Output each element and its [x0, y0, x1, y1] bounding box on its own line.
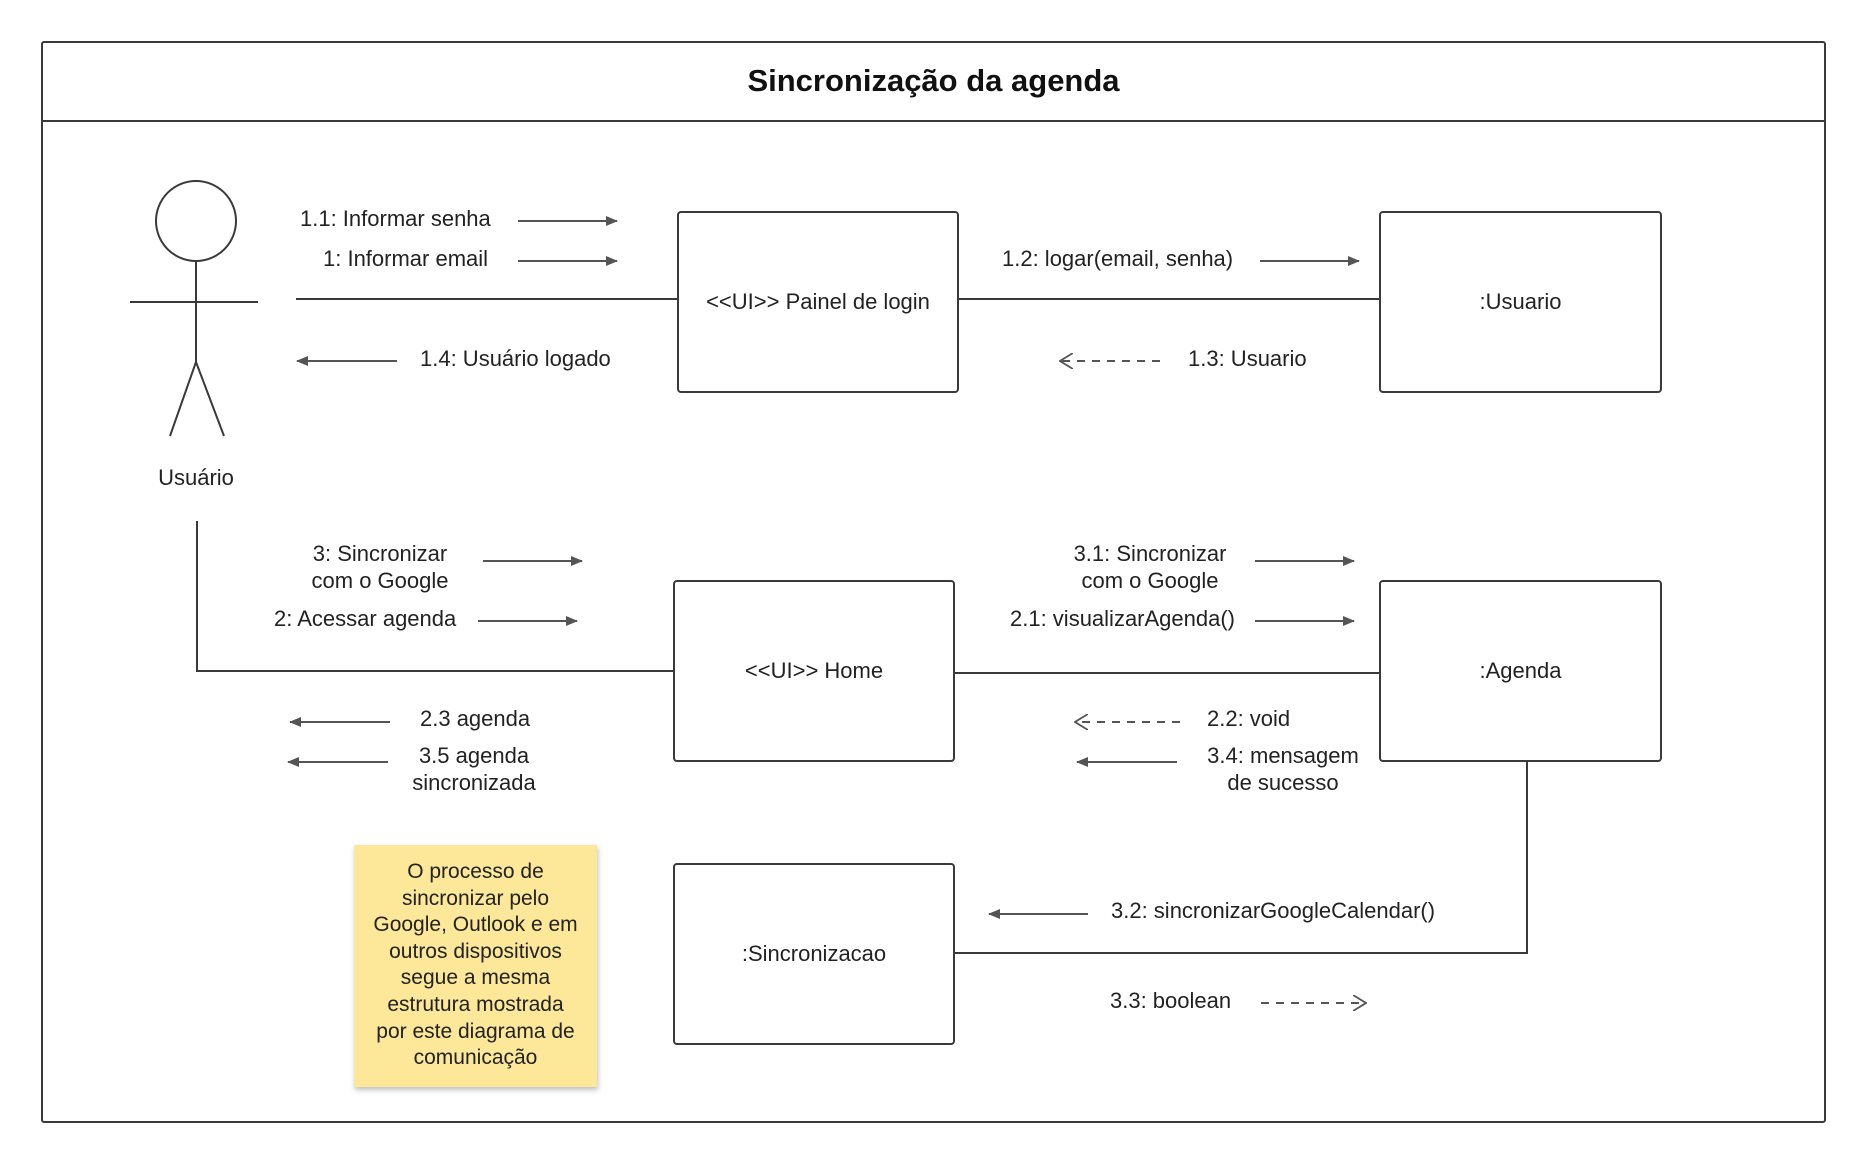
message-2-1-label: 2.1: visualizarAgenda(): [1010, 606, 1236, 631]
message-3-3-label: 3.3: boolean: [1110, 988, 1232, 1013]
message-3-5-label: 3.5 agenda sincronizada: [412, 743, 536, 795]
object-sincronizacao-label: :Sincronizacao: [741, 941, 887, 966]
link-agenda-sincronizacao: [955, 762, 1528, 954]
object-home: <<UI>> Home: [673, 580, 955, 762]
message-1-2-label: 1.2: logar(email, senha): [1002, 246, 1234, 271]
object-home-label: <<UI>> Home: [744, 658, 884, 683]
sticky-note: O processo de sincronizar pelo Google, O…: [354, 845, 597, 1087]
diagram-title: Sincronização da agenda: [747, 62, 1120, 98]
message-1-3-label: 1.3: Usuario: [1188, 346, 1307, 371]
message-1-1-label: 1.1: Informar senha: [300, 206, 491, 231]
message-3-4-label: 3.4: mensagem de sucesso: [1207, 743, 1359, 795]
diagram-title-bar: Sincronização da agenda: [41, 41, 1826, 122]
message-3-label: 3: Sincronizar com o Google: [311, 541, 449, 593]
diagram-frame: [41, 41, 1826, 1123]
actor-stick-figure-icon: [130, 180, 258, 437]
link-actor-home: [196, 521, 673, 672]
object-sincronizacao: :Sincronizacao: [673, 863, 955, 1045]
actor-label: Usuário: [158, 465, 234, 490]
object-usuario-label: :Usuario: [1479, 289, 1562, 314]
object-agenda-label: :Agenda: [1479, 658, 1562, 683]
message-2-label: 2: Acessar agenda: [274, 606, 457, 631]
message-1-4-label: 1.4: Usuário logado: [420, 346, 611, 371]
object-agenda: :Agenda: [1379, 580, 1662, 762]
message-3-1-label: 3.1: Sincronizar com o Google: [1073, 541, 1227, 593]
message-1-label: 1: Informar email: [323, 246, 489, 271]
message-2-2-label: 2.2: void: [1207, 706, 1291, 731]
object-login-panel: <<UI>> Painel de login: [677, 211, 959, 393]
object-usuario: :Usuario: [1379, 211, 1662, 393]
message-3-2-label: 3.2: sincronizarGoogleCalendar(): [1111, 898, 1436, 923]
message-2-3-label: 2.3 agenda: [420, 706, 531, 731]
object-login-panel-label: <<UI>> Painel de login: [706, 289, 930, 314]
